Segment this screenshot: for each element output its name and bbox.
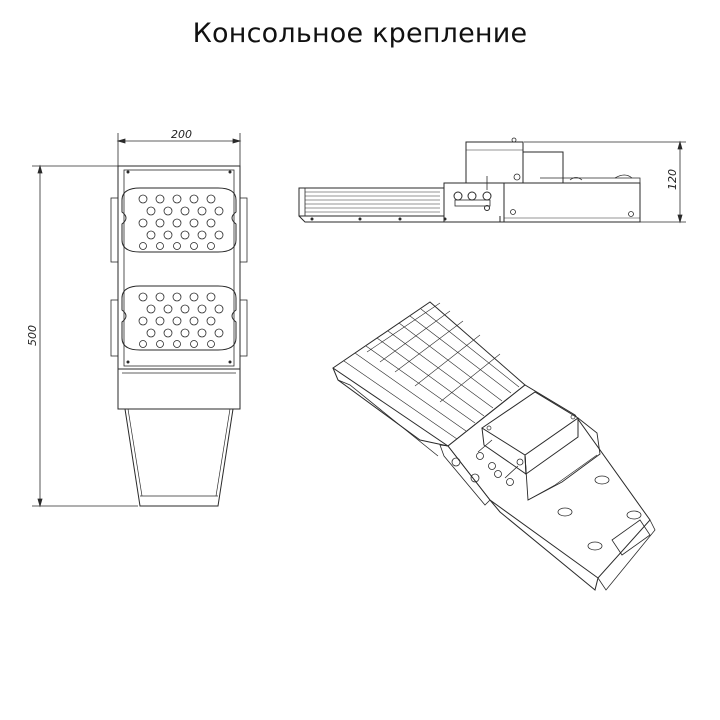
console-mount xyxy=(117,368,241,507)
side-view: 120 xyxy=(298,137,686,224)
top-view: 200 500 xyxy=(26,128,248,508)
side-connector-block xyxy=(443,182,505,223)
iso-cable-glands xyxy=(451,439,524,486)
housing-inner-rim xyxy=(123,169,235,367)
side-cable-glands xyxy=(453,176,492,211)
isometric-view xyxy=(332,301,656,591)
page-title: Консольное крепление xyxy=(192,18,528,49)
iso-console-holes xyxy=(557,475,651,556)
dimension-width: 200 xyxy=(116,128,242,168)
iso-console-side xyxy=(489,499,599,591)
dimension-height-label: 120 xyxy=(666,169,679,190)
iso-heatsink-front xyxy=(332,367,449,447)
side-console xyxy=(503,182,641,223)
left-side-bracket-upper xyxy=(110,197,119,263)
dimension-length-label: 500 xyxy=(26,325,39,346)
dimension-width-label: 200 xyxy=(171,128,192,141)
housing-screws xyxy=(126,170,232,364)
lens-module-lower xyxy=(121,285,237,351)
side-driver-box xyxy=(465,137,564,184)
dimension-height: 120 xyxy=(524,140,686,224)
iso-driver-box xyxy=(481,391,601,501)
lens-module-upper xyxy=(121,187,237,253)
side-bottom-profile xyxy=(298,215,501,223)
dimension-length: 500 xyxy=(26,164,138,508)
iso-heatsink-fins xyxy=(343,302,520,440)
left-side-bracket xyxy=(110,299,119,357)
right-side-bracket xyxy=(239,299,248,357)
housing-body xyxy=(117,165,241,370)
right-side-bracket-upper xyxy=(239,197,248,263)
